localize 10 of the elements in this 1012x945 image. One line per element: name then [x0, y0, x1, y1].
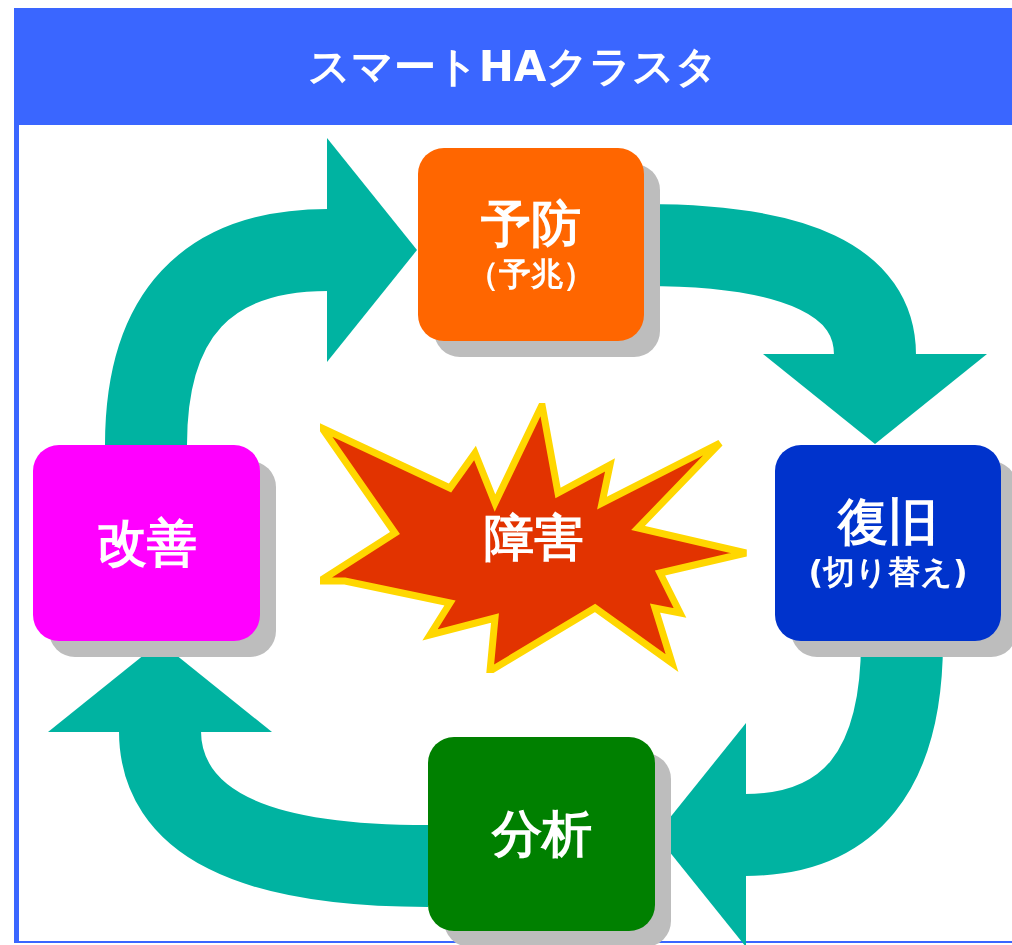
label: 障害	[484, 508, 584, 568]
label: 予防	[481, 193, 581, 254]
label: 分析	[491, 804, 592, 864]
subtitle: （予兆）	[467, 253, 595, 295]
title: スマートHAクラスタ	[307, 40, 719, 93]
label: 復旧	[838, 492, 938, 553]
starburst	[320, 403, 748, 673]
label: 改善	[96, 513, 197, 573]
curved-arrow	[105, 138, 417, 447]
subtitle: (切り替え)	[808, 552, 968, 594]
